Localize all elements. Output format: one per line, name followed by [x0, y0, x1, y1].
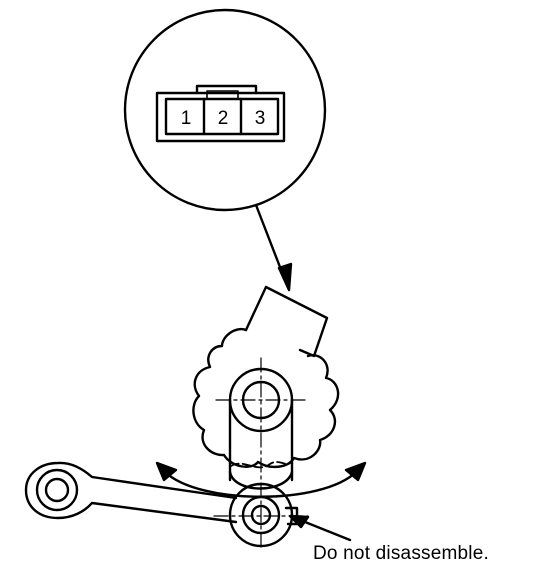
sensor-body-outline — [192, 327, 340, 469]
linkage-arm — [24, 461, 238, 524]
sensor-connector-block — [244, 285, 329, 358]
caption-text: Do not disassemble. — [313, 543, 489, 564]
pin-label: 3 — [255, 108, 266, 129]
shaft-pivot — [228, 482, 299, 548]
connector-face — [155, 84, 286, 143]
pin-label: 2 — [218, 108, 229, 129]
caption-leader — [288, 514, 352, 542]
pointer-arrow — [254, 203, 293, 292]
pin-label: 1 — [181, 108, 192, 129]
connector-detail-circle — [123, 8, 327, 212]
